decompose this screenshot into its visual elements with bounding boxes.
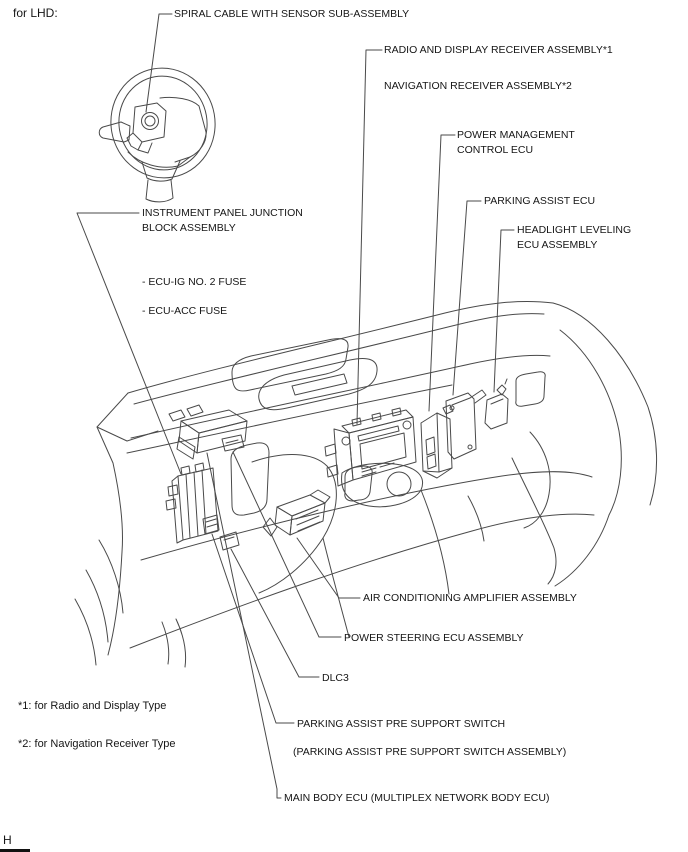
leader-headlight-leveling <box>493 229 515 393</box>
label-ecu-acc-fuse: - ECU-ACC FUSE <box>142 305 228 317</box>
steering-wheel-drawing <box>98 67 216 203</box>
label-parking-switch-assembly: (PARKING ASSIST PRE SUPPORT SWITCH ASSEM… <box>293 746 567 758</box>
leader-spiral-cable <box>145 13 173 113</box>
main-body-ecu-drawing <box>168 404 248 460</box>
label-power-management-line1: POWER MANAGEMENT <box>457 129 575 141</box>
page-marker: H <box>3 833 12 847</box>
label-ecu-ig-fuse: - ECU-IG NO. 2 FUSE <box>142 276 247 288</box>
leader-dlc3 <box>230 548 320 678</box>
leader-radio-receiver <box>356 49 383 425</box>
label-radio-receiver: RADIO AND DISPLAY RECEIVER ASSEMBLY*1 <box>384 44 613 56</box>
parking-assist-switch-drawing <box>202 514 220 535</box>
label-power-steering: POWER STEERING ECU ASSEMBLY <box>344 632 524 644</box>
leader-power-steering <box>232 451 342 638</box>
page-edge-bar <box>0 849 30 852</box>
label-headlight-leveling: HEADLIGHT LEVELING ECU ASSEMBLY <box>517 223 631 253</box>
leader-junction-block <box>76 212 182 475</box>
leader-parking-assist-ecu <box>452 200 482 396</box>
label-parking-assist-ecu: PARKING ASSIST ECU <box>484 195 596 207</box>
footnote-1: *1: for Radio and Display Type <box>18 700 167 712</box>
junction-block-drawing <box>165 462 220 544</box>
parking-assist-ecu-drawing <box>445 389 487 460</box>
spiral-cable-drawing <box>126 102 167 154</box>
label-main-body-ecu: MAIN BODY ECU (MULTIPLEX NETWORK BODY EC… <box>284 792 550 804</box>
label-parking-switch: PARKING ASSIST PRE SUPPORT SWITCH <box>297 718 506 730</box>
label-headlight-leveling-line2: ECU ASSEMBLY <box>517 239 598 251</box>
leader-ac-amplifier <box>296 537 361 599</box>
ac-amplifier-drawing <box>262 489 331 537</box>
label-junction-block-line1: INSTRUMENT PANEL JUNCTION <box>142 207 303 219</box>
power-mgmt-ecu-drawing <box>420 404 454 479</box>
label-headlight-leveling-line1: HEADLIGHT LEVELING <box>517 224 632 236</box>
footnote-2: *2: for Navigation Receiver Type <box>18 738 176 750</box>
label-junction-block: INSTRUMENT PANEL JUNCTION BLOCK ASSEMBLY <box>142 206 303 236</box>
label-spiral-cable: SPIRAL CABLE WITH SENSOR SUB-ASSEMBLY <box>174 8 410 20</box>
dlc3-drawing <box>219 531 240 551</box>
leader-main-body-ecu <box>206 452 282 799</box>
label-navigation-receiver: NAVIGATION RECEIVER ASSEMBLY*2 <box>384 80 572 92</box>
radio-receiver-drawing <box>324 407 417 487</box>
leader-lines <box>76 13 515 799</box>
variant-label: for LHD: <box>13 6 58 20</box>
leader-parking-switch <box>211 533 295 724</box>
label-power-management-line2: CONTROL ECU <box>457 144 534 156</box>
leader-power-management <box>428 134 456 412</box>
headlight-ecu-drawing <box>484 378 509 430</box>
label-junction-block-line2: BLOCK ASSEMBLY <box>142 222 236 234</box>
label-power-management: POWER MANAGEMENT CONTROL ECU <box>457 128 575 158</box>
dashboard-outline <box>74 300 658 668</box>
label-dlc3: DLC3 <box>322 672 349 684</box>
label-ac-amplifier: AIR CONDITIONING AMPLIFIER ASSEMBLY <box>363 592 577 604</box>
